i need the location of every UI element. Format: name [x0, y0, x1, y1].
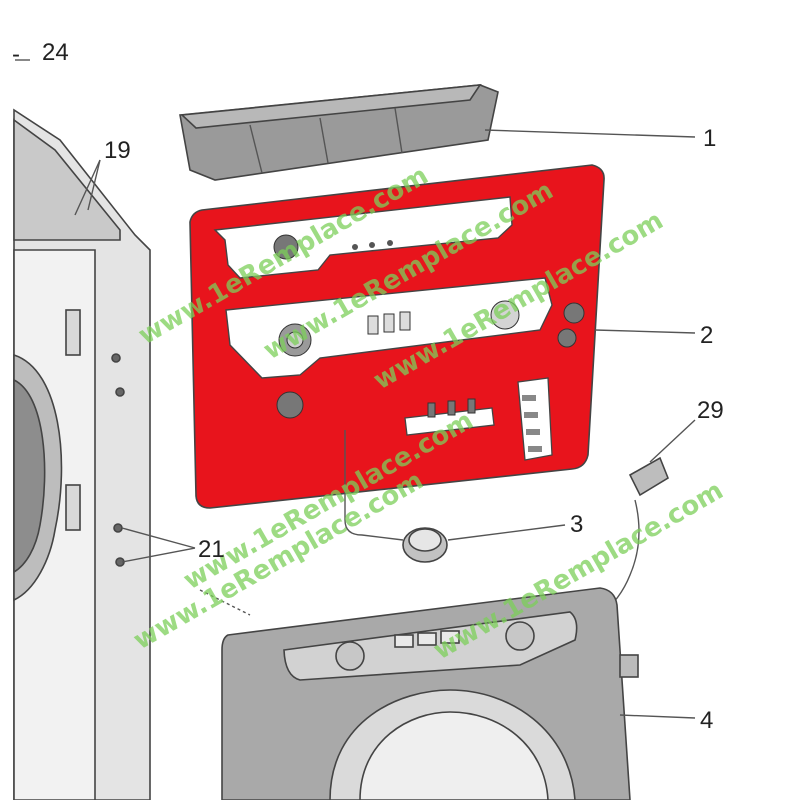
callout-1: 1 [703, 125, 716, 152]
leader-lines [15, 59, 696, 719]
part-4-front-panel [221, 587, 639, 800]
part-2-control-panel [189, 164, 605, 509]
callout-29: 29 [697, 397, 724, 424]
callout-19: 19 [104, 137, 131, 164]
callout-24: 24 [42, 39, 69, 66]
cabinet-body [13, 108, 151, 800]
callout-2: 2 [700, 322, 713, 349]
callout-labels: - 24 19 1 2 29 3 21 4 [12, 39, 724, 734]
callout-21: 21 [198, 536, 225, 563]
callout-3: 3 [570, 511, 583, 538]
callout-24-dash: - [12, 41, 20, 68]
part-1-top-strip [179, 84, 499, 181]
callout-4: 4 [700, 707, 713, 734]
part-3-knob [344, 430, 448, 563]
